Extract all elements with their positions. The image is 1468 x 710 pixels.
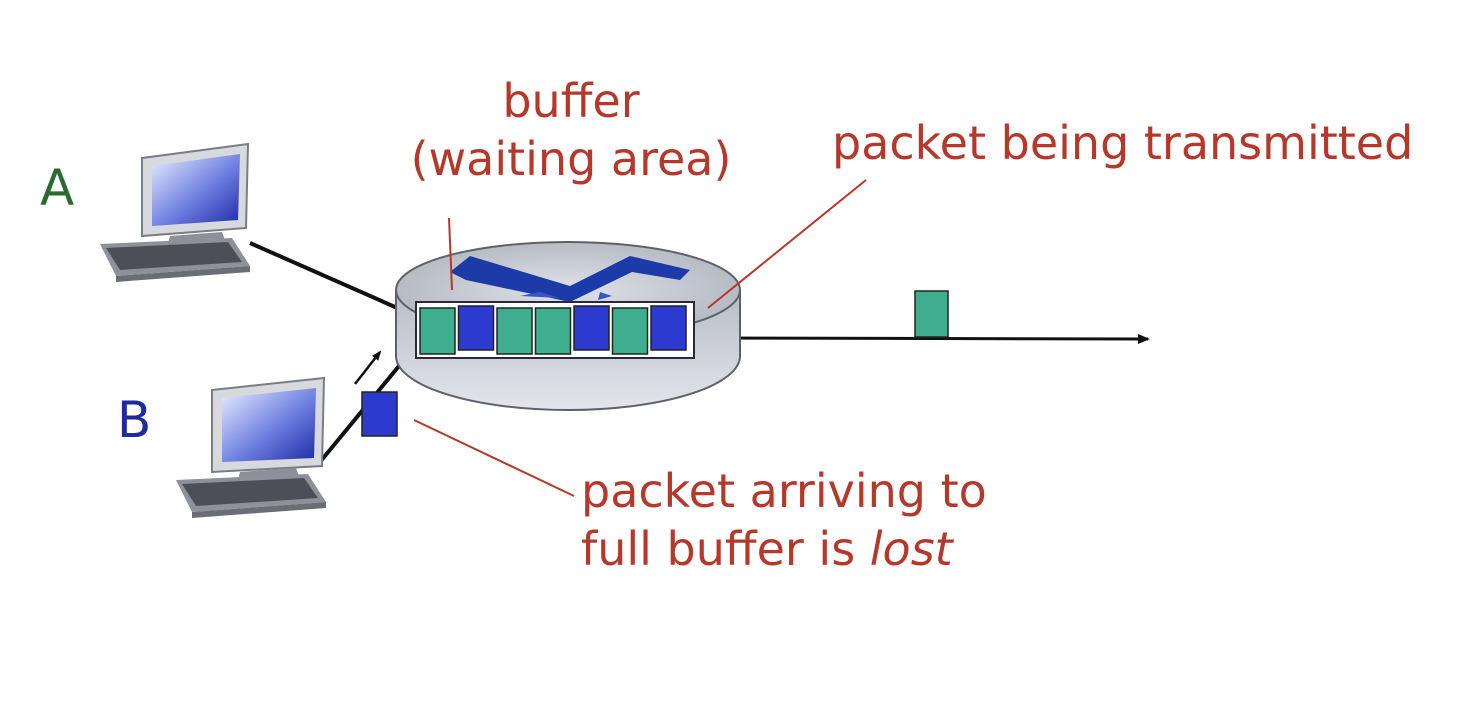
lost-packet — [361, 391, 398, 437]
router-arrows-icon — [450, 256, 690, 302]
queued-packet-6 — [611, 307, 649, 355]
lost-annotation-prefix: full buffer is — [581, 522, 870, 576]
queued-packet-1 — [419, 307, 456, 355]
transmitting-annotation: packet being transmitted — [832, 116, 1414, 170]
packet-being-transmitted — [914, 290, 949, 338]
queued-packet-7 — [650, 305, 687, 351]
link-a-to-router — [249, 241, 421, 320]
queued-packet-5 — [573, 305, 610, 351]
buffer-annotation-line1: buffer — [502, 74, 640, 128]
queued-packet-4 — [534, 307, 572, 355]
buffer-annotation: buffer (waiting area) — [404, 72, 738, 188]
host-b-label: B — [117, 391, 152, 449]
computer-b-icon — [176, 376, 326, 518]
buffer-callout-line — [448, 217, 453, 291]
buffer-queue — [419, 305, 687, 355]
lost-packet-arrow — [354, 350, 382, 385]
lost-annotation: packet arriving to full buffer is lost — [581, 462, 987, 578]
host-a-label: A — [40, 159, 75, 217]
transmit-callout-line — [707, 179, 867, 309]
lost-annotation-line1: packet arriving to — [581, 464, 987, 518]
lost-callout-line — [413, 419, 575, 497]
lost-annotation-line2: full buffer is lost — [581, 520, 987, 578]
outgoing-link-arrow — [693, 333, 1150, 344]
buffer-annotation-line2: (waiting area) — [410, 132, 732, 186]
computer-a-icon — [100, 142, 250, 282]
lost-annotation-emphasis: lost — [869, 522, 953, 576]
queued-packet-3 — [496, 307, 533, 355]
queued-packet-2 — [457, 305, 495, 351]
